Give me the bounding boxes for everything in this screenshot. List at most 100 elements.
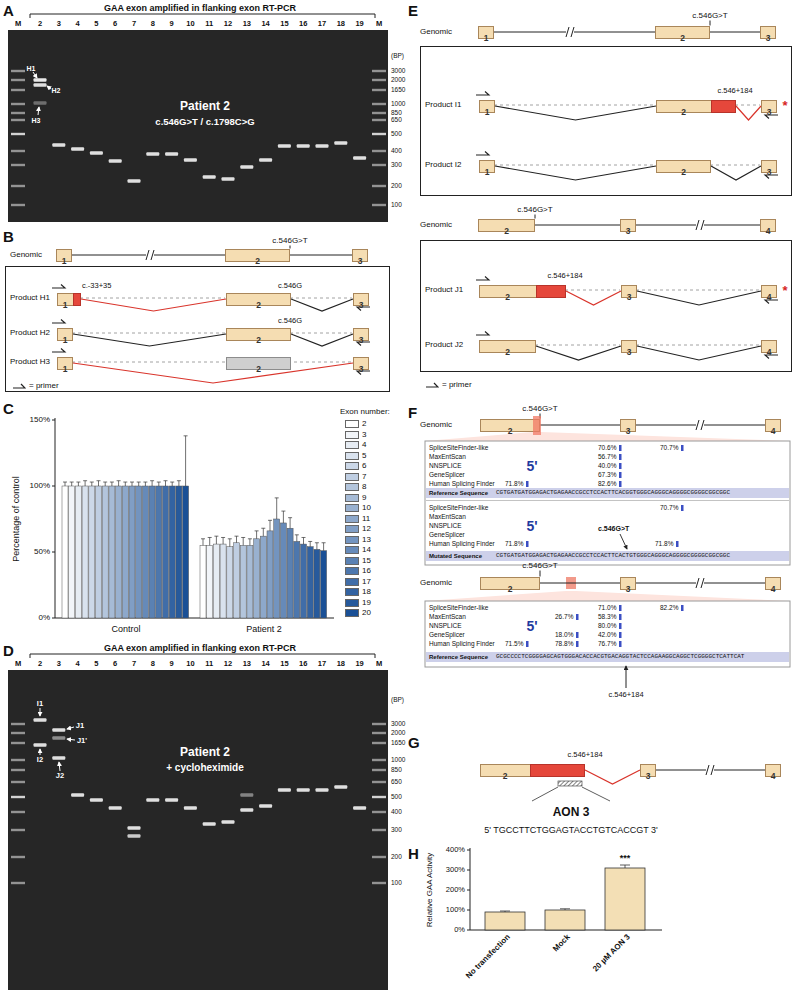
score-value: 76.7%: [598, 641, 616, 648]
gel-band: [109, 806, 122, 810]
spliced-out-intron: [735, 105, 760, 106]
gel-band: [52, 736, 65, 740]
gel-band: [109, 159, 122, 163]
text-holder: 5' TGCCTTCTGGAGTACCTGTCACCGT 3': [484, 826, 657, 835]
bar: [207, 545, 213, 618]
legend-text: 16: [362, 567, 371, 575]
bar: [142, 486, 148, 618]
band-label: H3: [32, 117, 41, 124]
text-holder: *: [782, 284, 787, 297]
bar: [247, 545, 253, 618]
size-marker: 300: [391, 827, 402, 834]
bar: [280, 523, 286, 618]
error-bar: [243, 537, 244, 545]
lane-label: 2: [38, 660, 42, 668]
error-cap: [90, 482, 94, 483]
exon-box: 4: [765, 577, 781, 590]
score-value: 71.0%: [598, 605, 616, 612]
cryptic-exon-extension: [530, 764, 585, 777]
tick-label: 0%: [38, 614, 50, 622]
bar: [169, 486, 175, 618]
exon-number: 3: [354, 335, 368, 346]
lane-label: 15: [280, 660, 288, 668]
text-holder: Patient 2: [180, 100, 230, 112]
error-cap: [281, 511, 285, 512]
legend-swatch: [345, 452, 359, 460]
bar: [149, 486, 155, 618]
legend-item: 6: [345, 462, 366, 470]
treatment-label: + cycloheximide: [166, 763, 244, 773]
text-holder: Percentage of control: [12, 476, 21, 562]
text-holder: I2: [37, 756, 43, 764]
sample-name: Patient 2: [180, 100, 230, 112]
product-box: Product H1Product H2Product H3123123123: [5, 266, 390, 392]
bar: [227, 547, 233, 618]
band-arrow: [47, 86, 51, 89]
splice-junction: [291, 299, 353, 311]
exon-box: 1: [56, 249, 72, 262]
screenshot-divider: [426, 500, 789, 501]
primer-arrow: [426, 383, 438, 387]
product-name: Product I1: [425, 101, 461, 109]
tick-label: 0%: [454, 926, 465, 934]
ladder-band: [372, 79, 386, 81]
error-cap: [70, 482, 74, 483]
score-value: 40.0%: [598, 463, 616, 470]
legend-swatch: [345, 546, 359, 554]
overlay-layer: [146, 26, 714, 776]
spliced-out-intron: [290, 298, 352, 299]
bar: [321, 551, 327, 618]
score-value: 26.7%: [555, 614, 573, 621]
exon-number: 3: [622, 292, 636, 303]
spliced-out-intron: [494, 165, 655, 166]
text-holder: 18: [337, 660, 345, 668]
tick-label: 50%: [34, 548, 50, 556]
ladder-band: [372, 119, 386, 121]
gel-image: [8, 670, 388, 990]
text-holder: 5: [94, 660, 98, 668]
bar: [156, 486, 162, 618]
panel-letter: G: [408, 735, 420, 750]
text-holder: SpliceSiteFinder-like: [429, 605, 488, 612]
bar: [260, 536, 266, 618]
axis-tick: [467, 910, 470, 911]
text-holder: 13: [243, 660, 251, 668]
mutation-label: c.546G>T: [522, 405, 557, 413]
legend-item: 16: [345, 567, 371, 575]
score-value: 70.6%: [598, 445, 616, 452]
score-bar: [619, 463, 622, 469]
text-holder: Genomic: [420, 28, 452, 36]
text-holder: c.546G: [278, 317, 302, 325]
size-marker: 650: [391, 117, 402, 124]
ladder-band: [11, 796, 25, 798]
group-label: No transfection: [465, 933, 512, 980]
error-cap: [228, 538, 232, 539]
score-bar: [619, 472, 622, 478]
exon-number: 3: [641, 771, 655, 782]
exon-box: 1: [479, 160, 495, 173]
error-bar: [310, 541, 311, 546]
product-name: Product J1: [425, 286, 463, 294]
lane-label: 15: [280, 20, 288, 28]
tick-label: 200%: [446, 886, 465, 894]
ladder-band: [11, 70, 25, 72]
sequence-band: [426, 652, 789, 662]
score-value: 70.7%: [660, 445, 678, 452]
gel-band: [240, 165, 253, 169]
text-holder: 8: [151, 20, 155, 28]
group-label: Patient 2: [246, 625, 282, 634]
ladder-band: [11, 89, 25, 91]
site-type-mark: 5': [526, 459, 537, 473]
intron-break-gap: [706, 764, 714, 776]
text-holder: 100%: [446, 906, 465, 914]
gel-band: [52, 728, 65, 732]
score-value: 71.8%: [655, 541, 673, 548]
error-cap: [63, 482, 67, 483]
panel-letter: C: [3, 401, 14, 416]
intron-break: [706, 765, 714, 775]
ladder-band: [372, 856, 386, 858]
score-value: 71.8%: [505, 481, 523, 488]
score-value: 71.5%: [505, 641, 523, 648]
error-bar: [111, 482, 112, 486]
legend-item: 5: [345, 452, 366, 460]
